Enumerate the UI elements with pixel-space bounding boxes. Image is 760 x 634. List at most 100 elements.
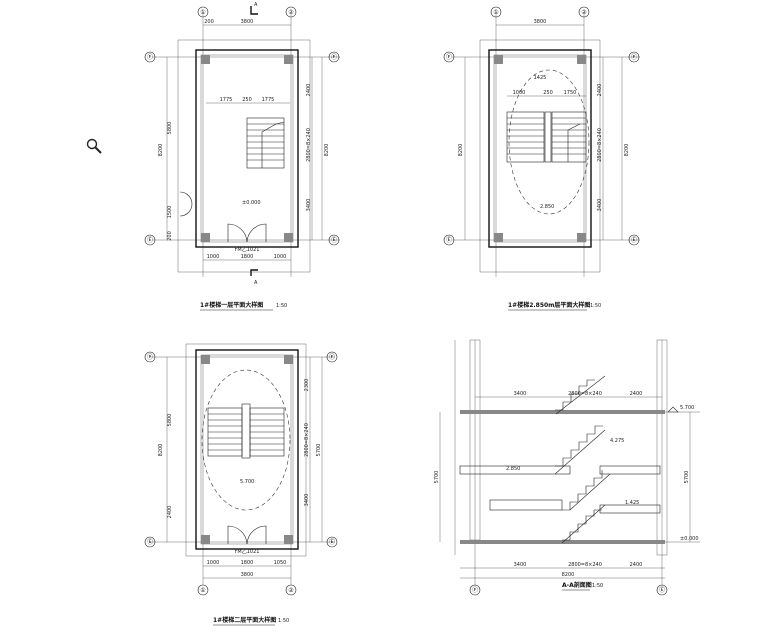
stair-flight [506, 111, 587, 163]
door-symbol [227, 525, 267, 545]
axis-bubble: Ⓕ [144, 51, 156, 63]
svg-text:Ⓕ: Ⓕ [329, 353, 335, 361]
svg-text:Ⓕ: Ⓕ [147, 353, 153, 361]
svg-text:Ⓔ: Ⓔ [446, 236, 452, 244]
svg-text:3800: 3800 [534, 19, 547, 25]
svg-text:Ⓕ: Ⓕ [147, 53, 153, 61]
svg-text:2400: 2400 [630, 562, 643, 568]
svg-text:1:50: 1:50 [278, 618, 289, 624]
plan-1: ① ② Ⓕ Ⓔ Ⓕ Ⓔ A A 3800 200 [144, 2, 340, 311]
plan-3: Ⓕ Ⓔ Ⓕ Ⓔ ① ② [144, 343, 338, 626]
svg-text:1000: 1000 [513, 90, 526, 96]
svg-text:1.425: 1.425 [625, 500, 639, 506]
plan-2: ① ② Ⓕ Ⓔ Ⓕ Ⓔ 3800 [443, 6, 640, 311]
svg-text:5700: 5700 [434, 471, 440, 484]
axis-bubble: Ⓕ [469, 584, 481, 596]
svg-text:3400: 3400 [514, 391, 527, 397]
plan-3-title: 1#楼梯二层平面大样图 [213, 616, 276, 624]
svg-text:Ⓕ: Ⓕ [472, 586, 478, 594]
svg-text:8200: 8200 [324, 144, 330, 157]
svg-text:1800: 1800 [241, 560, 254, 566]
svg-text:②: ② [288, 9, 294, 16]
svg-text:①: ① [493, 9, 498, 16]
plan-1-title: 1#楼梯一层平面大样图 [200, 301, 263, 309]
axis-bubble: Ⓔ [443, 234, 455, 246]
svg-text:3800: 3800 [241, 19, 254, 25]
svg-text:②: ② [581, 9, 587, 16]
axis-bubble: Ⓔ [328, 234, 340, 246]
axis-bubble: ① [490, 6, 502, 18]
svg-text:5800: 5800 [167, 414, 173, 427]
section-aa: Ⓕ Ⓔ 3400 2800=8×240 2400 5.70 [434, 339, 700, 596]
svg-text:1050: 1050 [274, 560, 287, 566]
svg-text:1:50: 1:50 [590, 303, 601, 309]
axis-bubble: Ⓔ [628, 234, 640, 246]
svg-text:8200: 8200 [562, 572, 575, 578]
svg-text:FM乙1021: FM乙1021 [235, 548, 260, 555]
svg-text:Ⓕ: Ⓕ [631, 53, 637, 61]
stair-section [554, 375, 611, 544]
svg-text:Ⓕ: Ⓕ [331, 53, 337, 61]
axis-bubble: Ⓔ [144, 536, 156, 548]
svg-text:Ⓔ: Ⓔ [329, 538, 335, 546]
svg-text:250: 250 [242, 97, 252, 103]
svg-text:3400: 3400 [514, 562, 527, 568]
svg-text:±0.000: ±0.000 [680, 536, 699, 542]
magnifier-icon[interactable] [86, 138, 102, 154]
svg-text:5.700: 5.700 [240, 479, 254, 485]
svg-text:2800=8×240: 2800=8×240 [568, 391, 602, 397]
svg-text:3400: 3400 [304, 494, 310, 507]
svg-text:8200: 8200 [158, 144, 164, 157]
svg-text:②: ② [288, 587, 294, 594]
axis-bubble: Ⓕ [328, 51, 340, 63]
axis-bubble: ① [197, 584, 209, 596]
axis-bubble: ② [285, 6, 297, 18]
axis-bubble: Ⓕ [326, 351, 338, 363]
svg-text:Ⓕ: Ⓕ [446, 53, 452, 61]
svg-text:2300: 2300 [304, 379, 310, 392]
svg-text:2800=8×240: 2800=8×240 [304, 423, 310, 457]
axis-bubble: Ⓕ [144, 351, 156, 363]
svg-text:2.850: 2.850 [540, 204, 554, 210]
stair-flight [246, 117, 285, 169]
svg-text:250: 250 [543, 90, 553, 96]
svg-text:3800: 3800 [241, 572, 254, 578]
svg-text:FM乙1021: FM乙1021 [235, 246, 260, 253]
svg-text:1:50: 1:50 [592, 583, 603, 589]
plan-2-title: 1#楼梯2.850m层平面大样图 [508, 301, 590, 309]
svg-text:2800=8×240: 2800=8×240 [597, 128, 603, 162]
svg-text:1750: 1750 [564, 90, 577, 96]
stair-flight [207, 403, 285, 459]
svg-text:①: ① [200, 587, 205, 594]
svg-text:5.700: 5.700 [680, 405, 694, 411]
svg-text:Ⓔ: Ⓔ [631, 236, 637, 244]
svg-text:5800: 5800 [167, 122, 173, 135]
svg-text:3400: 3400 [306, 199, 312, 212]
svg-text:8200: 8200 [624, 144, 630, 157]
svg-text:Ⓔ: Ⓔ [147, 538, 153, 546]
svg-text:4.275: 4.275 [610, 438, 624, 444]
svg-text:Ⓔ: Ⓔ [147, 236, 153, 244]
svg-text:Ⓔ: Ⓔ [659, 586, 665, 594]
svg-text:3400: 3400 [597, 199, 603, 212]
svg-text:1800: 1800 [241, 254, 254, 260]
svg-text:2400: 2400 [630, 391, 643, 397]
axis-bubble: Ⓕ [443, 51, 455, 63]
svg-text:①: ① [200, 9, 205, 16]
axis-bubble: ② [578, 6, 590, 18]
svg-text:5700: 5700 [316, 444, 322, 457]
svg-text:1000: 1000 [207, 560, 220, 566]
svg-text:A: A [254, 280, 258, 286]
svg-text:2400: 2400 [167, 506, 173, 519]
svg-text:2400: 2400 [597, 84, 603, 97]
svg-text:1775: 1775 [220, 97, 233, 103]
svg-text:2.850: 2.850 [506, 466, 520, 472]
axis-bubble: Ⓔ [326, 536, 338, 548]
svg-text:2800=8×240: 2800=8×240 [568, 562, 602, 568]
svg-text:1500: 1500 [167, 206, 173, 219]
axis-bubble: Ⓔ [144, 234, 156, 246]
svg-text:1:50: 1:50 [276, 303, 287, 309]
axis-bubble: ① [197, 6, 209, 18]
svg-text:1425: 1425 [534, 75, 547, 81]
